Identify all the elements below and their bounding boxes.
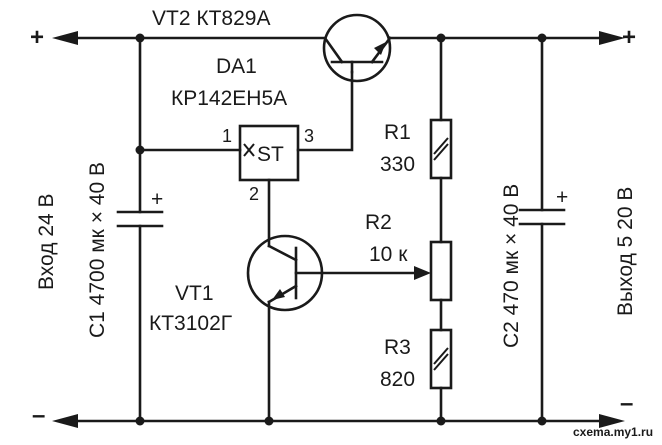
positive-rail [52,31,625,45]
pin2-label: 2 [249,184,259,204]
potentiometer-r2 [429,240,453,302]
input-voltage-label: Вход 24 В [35,193,58,290]
pin1-label: 1 [222,126,232,146]
c2-polarity-sign: + [556,186,568,209]
vt1-part-label: КТ3102Г [149,312,232,335]
transistor-vt1 [246,234,431,312]
junction-dots [135,33,547,426]
r2-value-label: 10 к [369,243,408,266]
r3-value-label: 820 [380,368,415,391]
minus-left-sign: – [32,402,45,429]
r2-ref-label: R2 [365,211,392,234]
r3-ref-label: R3 [384,336,411,359]
da1-ref-label: DA1 [216,55,257,78]
transistor-vt2 [322,13,392,83]
output-voltage-label: Выход 5 20 В [614,187,637,316]
da1-core-label: ST [257,143,284,166]
resistor-r1 [429,118,453,180]
plus-left-sign: + [30,24,44,51]
c1-polarity-sign: + [151,188,163,211]
c1-label: С1 4700 мк × 40 В [86,162,109,338]
r1-value-label: 330 [380,153,415,176]
plus-right-sign: + [622,24,636,51]
r1-ref-label: R1 [384,121,411,144]
watermark: cxema.my1.ru [573,425,653,439]
capacitor-c2 [518,208,566,226]
vt2-label: VT2 КТ829А [152,7,270,30]
vt1-ref-label: VT1 [175,282,214,305]
wire-pin3 [296,70,354,152]
negative-rail [52,414,625,428]
c2-label: С2 470 мк × 40 В [500,184,523,348]
capacitor-c1 [116,210,164,228]
minus-right-sign: – [620,390,633,417]
resistor-r3 [429,328,453,390]
pin3-label: 3 [304,126,314,146]
da1-part-label: КР142ЕН5А [171,87,287,110]
